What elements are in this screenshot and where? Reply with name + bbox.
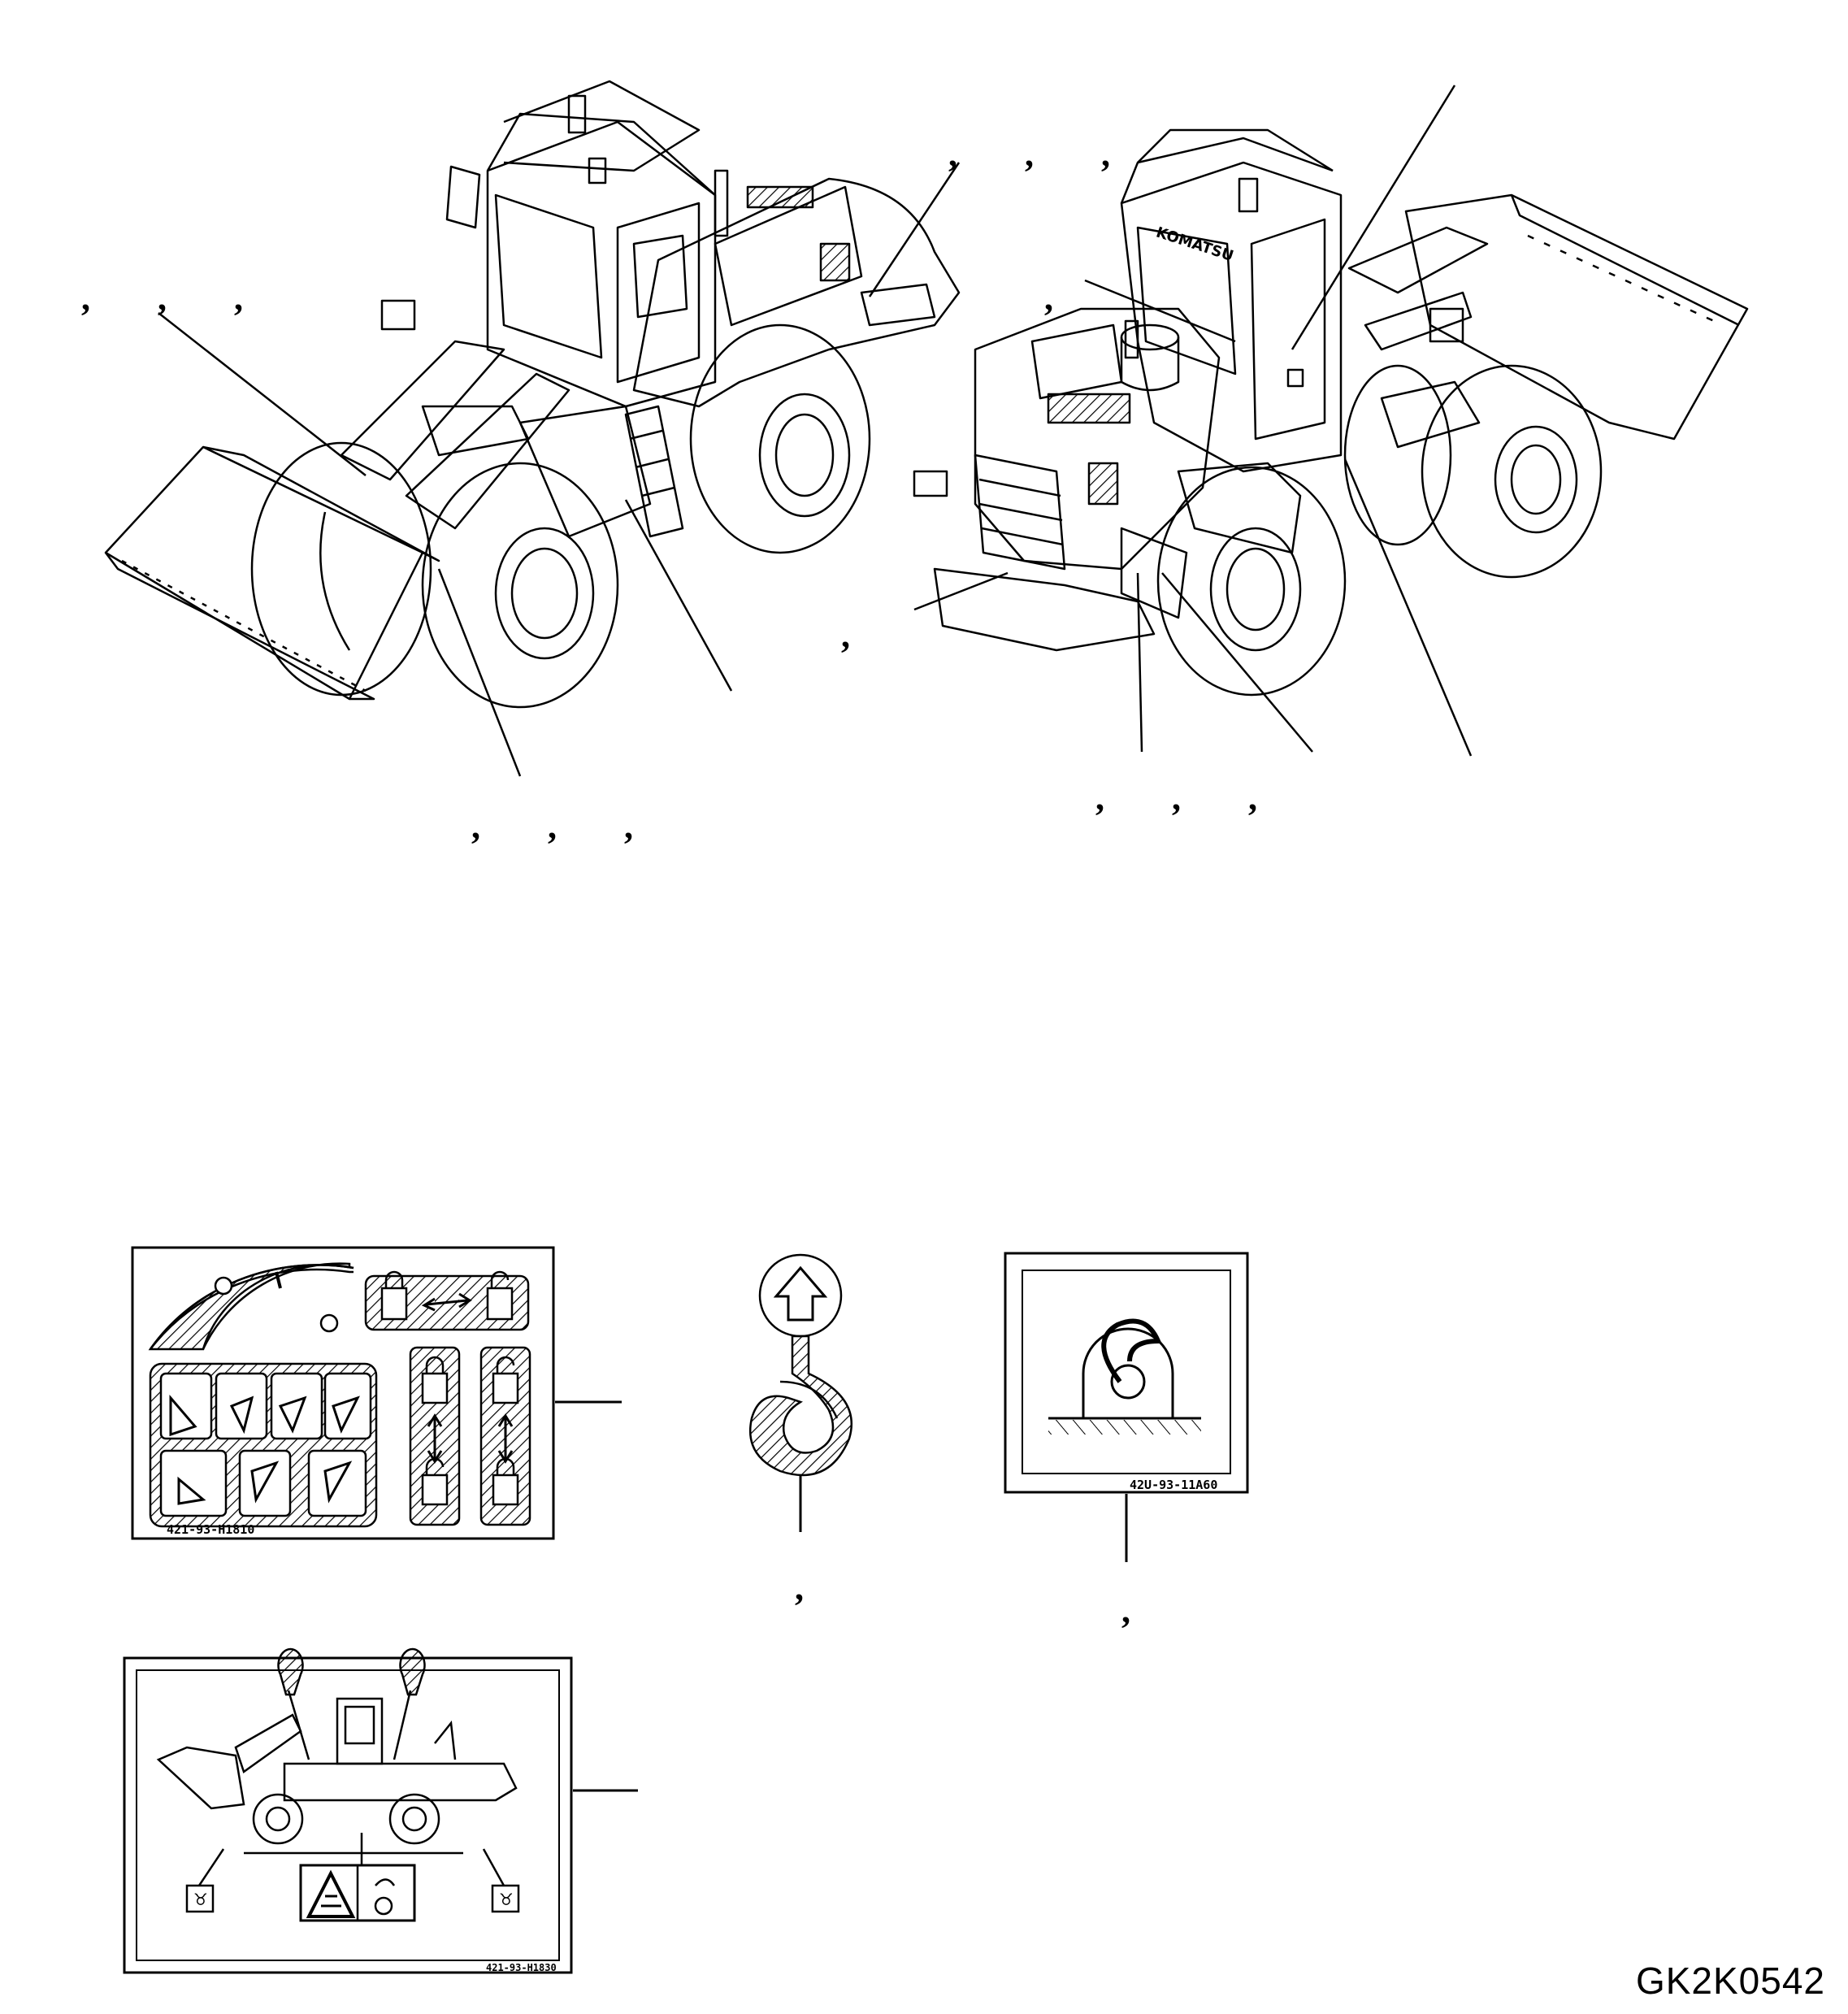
- wheel-loader-front-view: [104, 80, 961, 709]
- control-lock-part-number: 421-93-H1810: [167, 1522, 254, 1537]
- brand-on-machine: KOMATSU: [1154, 224, 1235, 265]
- callout-marks-left-loader-bottom: , , ,: [471, 806, 662, 846]
- callout-mark-tie-down-decal: ,: [1121, 1591, 1160, 1630]
- control-lock-decal: 421-93-H1810: [131, 1246, 555, 1540]
- callout-mark-hook-decal: ,: [795, 1568, 833, 1608]
- tie-down-decal: 42U-93-11A60: [1004, 1252, 1249, 1494]
- leader-lines: [158, 85, 1473, 777]
- svg-text:♉: ♉: [499, 1890, 514, 1909]
- callout-marks-right-loader-bottom: , , ,: [1095, 778, 1286, 818]
- callout-marks-right-loader-front: ,: [841, 615, 879, 655]
- wheel-loader-rear-view: KOMATSU: [913, 128, 1749, 697]
- hook-decal: [748, 1253, 853, 1477]
- callout-marks-left-loader-upper-left: , , ,: [81, 278, 272, 318]
- document-id: GK2K0542: [1635, 1960, 1825, 2002]
- callout-marks-left-loader-cab: , , ,: [948, 134, 1139, 174]
- tie-down-part-number: 42U-93-11A60: [1130, 1478, 1217, 1492]
- callout-marks-right-loader-cab: ,: [1044, 278, 1082, 318]
- lifting-diagram-decal: ♉ ♉ 421-93-H1830: [123, 1647, 573, 1974]
- lifting-diagram-part-number: 421-93-H1830: [486, 1962, 557, 1973]
- svg-text:♉: ♉: [193, 1890, 208, 1909]
